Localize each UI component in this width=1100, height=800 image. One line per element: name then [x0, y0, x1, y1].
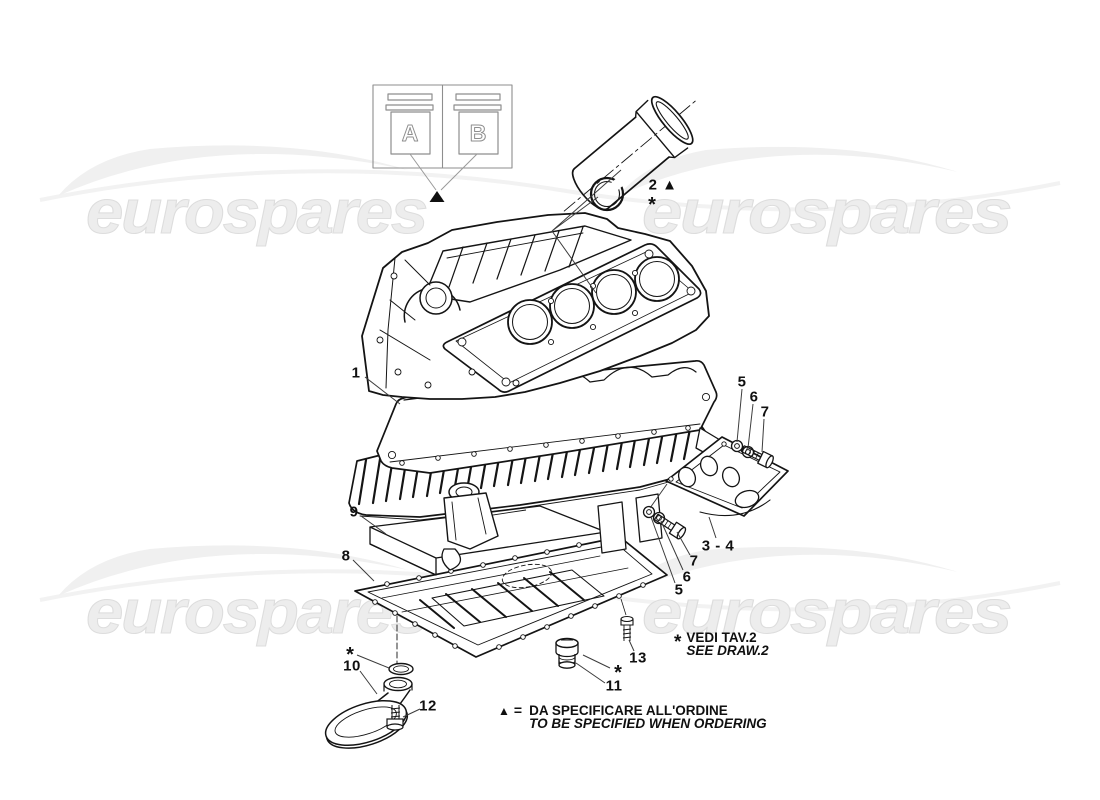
- inset-triangle-marker: [429, 191, 445, 202]
- piston-b-drawing: [453, 93, 502, 155]
- cylinder-liner-drawing: [563, 95, 699, 212]
- watermark-text: eurospares: [642, 578, 1011, 647]
- watermark-text: eurospares: [86, 178, 427, 247]
- engine-block-drawing: [361, 212, 710, 400]
- piston-a-drawing: [385, 93, 434, 155]
- bracket-drawing: [665, 436, 789, 517]
- bolt-12-drawing: [386, 705, 404, 731]
- piston-a-label: A: [402, 120, 419, 146]
- drain-plug-drawing: [555, 637, 579, 669]
- leader-lines: [352, 169, 765, 718]
- piston-selection-inset: A B: [372, 84, 513, 202]
- piston-b-label: B: [470, 120, 487, 146]
- cylinder-bores: [507, 256, 680, 345]
- watermark-text: eurospares: [642, 178, 1011, 247]
- oil-sump-drawing: [354, 536, 668, 658]
- oil-pickup-drawing: [324, 615, 414, 749]
- washers-and-bolt-lower: [642, 505, 687, 540]
- windage-dash-detail: [501, 563, 553, 589]
- bolt-13-drawing: [620, 598, 634, 641]
